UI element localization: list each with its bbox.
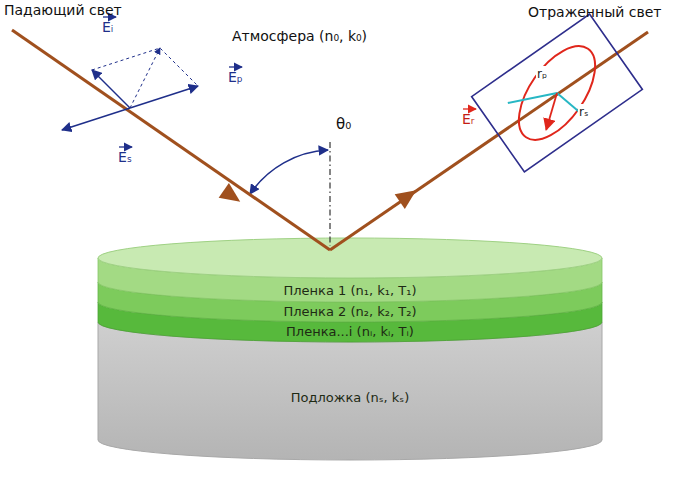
vector-sign: [463, 108, 476, 109]
text-label: Отраженный свет: [528, 4, 662, 21]
surface-normal: [329, 142, 330, 246]
text-label: rₛ: [578, 104, 589, 121]
text-label: θ₀: [336, 116, 351, 133]
reflected-ray: [330, 32, 648, 250]
text-label: rₚ: [536, 66, 548, 83]
vector-sign: [103, 17, 242, 147]
ray-arrowhead: [395, 183, 422, 209]
polarization-ellipse-box: [472, 14, 643, 172]
layer-band: Подложка (nₛ, kₛ): [291, 390, 410, 406]
ray-arrowhead: [219, 183, 246, 209]
text-label: Падающий свет: [4, 2, 122, 19]
text-label: Атмосфера (n₀, k₀): [232, 28, 367, 45]
layer-band: Пленка...i (nᵢ, kᵢ, Tᵢ): [286, 324, 414, 340]
layer-band: Пленка 2 (n₂, k₂, T₂): [284, 304, 417, 320]
sample-cylinder: [98, 238, 602, 460]
layer-label: Подложка (nₛ, kₛ): [291, 390, 410, 406]
field-vectors: [62, 48, 198, 130]
text-label: Eₛ: [118, 149, 132, 166]
layer-label: Пленка 1 (n₁, k₁, T₁): [284, 283, 417, 299]
text-label: Eₚ: [228, 69, 243, 86]
text-label: Eᵢ: [102, 19, 113, 36]
text-label: Eᵣ: [462, 111, 474, 128]
layer-band: Пленка 1 (n₁, k₁, T₁): [284, 283, 417, 299]
incident-ray: [12, 30, 330, 250]
angle-arc: [250, 150, 328, 194]
layer-label: Пленка 2 (n₂, k₂, T₂): [284, 304, 417, 320]
layer-label: Пленка...i (nᵢ, kᵢ, Tᵢ): [286, 324, 414, 340]
